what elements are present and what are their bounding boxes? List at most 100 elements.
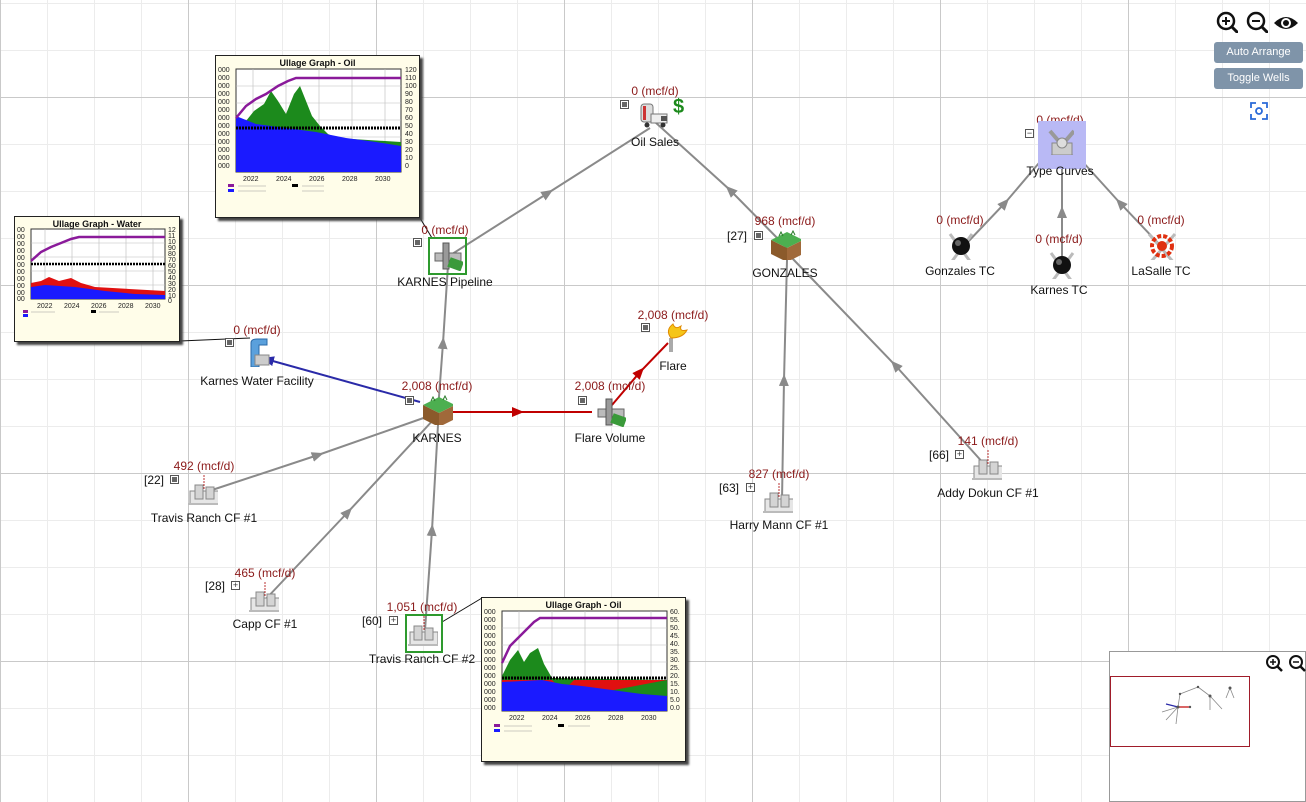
graph-title: Ullage Graph - Water [52,219,142,229]
edge-travis1-karnes [205,414,433,493]
node-label: Addy Dokun CF #1 [937,486,1039,500]
svg-text:80: 80 [168,251,176,258]
node-travis-ranch-cf-1[interactable]: 492 (mcf/d) [22] Travis Ranch CF #1 [144,459,257,529]
node-checkbox[interactable] [405,396,414,405]
node-lasalle-tc[interactable]: 0 (mcf/d) LaSalle TC [1111,213,1211,283]
svg-text:2026: 2026 [575,715,591,722]
node-label: Karnes Water Facility [200,374,314,388]
node-karnes-tc[interactable]: 0 (mcf/d) Karnes TC [1009,232,1109,302]
svg-text:40: 40 [168,275,176,282]
svg-text:2022: 2022 [509,715,525,722]
graph-plot: 000000000000000000000000000000000000000 … [484,609,680,732]
svg-text:00: 00 [17,241,25,248]
svg-text:90: 90 [405,91,413,98]
node-karnes[interactable]: 2,008 (mcf/d) KARNES [387,379,487,449]
svg-text:2028: 2028 [608,715,624,722]
svg-text:000: 000 [218,139,230,146]
graph-title: Ullage Graph - Oil [279,58,356,68]
svg-text:12: 12 [168,227,176,234]
minimap-zoom-in-icon[interactable] [1265,654,1285,672]
node-label: Travis Ranch CF #2 [368,652,476,666]
svg-text:000: 000 [484,705,496,712]
well-count: [28] [205,579,226,593]
node-checkbox[interactable] [620,100,629,109]
svg-text:000: 000 [218,131,230,138]
focus-icon[interactable] [1248,100,1270,122]
flow-value: 2,008 (mcf/d) [637,308,709,322]
node-oil-sales[interactable]: 0 (mcf/d) $ Oil Sales [605,84,705,154]
node-karnes-water-facility[interactable]: 0 (mcf/d) Karnes Water Facility [200,323,314,393]
svg-text:000: 000 [218,115,230,122]
expand-toggle[interactable]: + [746,482,755,492]
graph-plot: 000000000000000000000000000000000000000 … [218,67,417,192]
node-checkbox[interactable] [754,231,763,240]
node-label: KARNES [412,431,462,445]
svg-text:30.: 30. [670,657,680,664]
minimap-viewport[interactable] [1110,676,1250,747]
svg-text:70: 70 [405,107,413,114]
minimap-network-preview [1161,685,1235,725]
edge-addy-gonzales [791,257,986,466]
edge-gonzalestc-typecurves [964,149,1051,246]
svg-text:00: 00 [17,255,25,262]
node-checkbox[interactable] [225,338,234,347]
node-checkbox[interactable] [578,396,587,405]
minimap[interactable] [1109,651,1306,802]
node-checkbox[interactable] [641,323,650,332]
svg-text:0: 0 [405,163,409,170]
eye-icon[interactable] [1272,13,1300,35]
svg-text:00: 00 [17,269,25,276]
type-curves-icon [1048,129,1074,155]
node-flare[interactable]: 2,008 (mcf/d) Flare [623,308,723,378]
graph-leader-oil-bottom [441,597,483,623]
svg-text:55.: 55. [670,617,680,624]
flow-value: 465 (mcf/d) [234,566,296,580]
node-type-curves[interactable]: 0 (mcf/d) − Type Curves [1010,113,1110,183]
node-harry-mann-cf-1[interactable]: 827 (mcf/d) [63] + Harry Mann CF #1 [719,467,829,537]
zoom-out-icon[interactable] [1246,11,1268,33]
node-capp-cf-1[interactable]: 465 (mcf/d) [28] + Capp CF #1 [205,566,315,636]
toggle-wells-button[interactable]: Toggle Wells [1214,68,1303,89]
well-count: [66] [929,448,950,462]
svg-text:40.: 40. [670,641,680,648]
expand-toggle[interactable]: + [955,449,964,459]
node-addy-dokun-cf-1[interactable]: 141 (mcf/d) [66] + Addy Dokun CF #1 [929,434,1039,504]
node-gonzales[interactable]: 968 (mcf/d) [27] GONZALES [727,214,835,284]
node-flare-volume[interactable]: 2,008 (mcf/d) Flare Volume [560,379,660,449]
svg-text:0.0: 0.0 [670,705,680,712]
node-travis-ranch-cf-2[interactable]: 1,051 (mcf/d) [60] + Travis Ranch CF #2 [362,600,475,670]
svg-text:45.: 45. [670,633,680,640]
edge-pipeline-oilsales [448,127,651,257]
node-checkbox[interactable] [413,238,422,247]
expand-toggle[interactable]: + [389,615,398,625]
svg-text:00: 00 [17,296,25,303]
minimap-zoom-out-icon[interactable] [1288,654,1306,672]
node-gonzales-tc[interactable]: 0 (mcf/d) Gonzales TC [910,213,1010,283]
node-label: Capp CF #1 [232,617,298,631]
central-facility-icon [408,616,438,646]
svg-text:000: 000 [484,673,496,680]
water-facility-icon [250,338,270,367]
graph-leader-oil-top [419,217,433,239]
edge-gonzales-oilsales [654,121,788,249]
svg-text:000: 000 [218,147,230,154]
svg-text:2026: 2026 [91,303,107,310]
node-karnes-pipeline[interactable]: 0 (mcf/d) KARNES Pipeline [395,223,495,293]
expand-toggle[interactable]: + [231,580,240,590]
node-label: Type Curves [1026,164,1094,178]
svg-text:000: 000 [218,91,230,98]
graph-title: Ullage Graph - Oil [545,600,622,610]
svg-text:20: 20 [405,147,413,154]
zoom-in-icon[interactable] [1216,11,1238,33]
auto-arrange-button[interactable]: Auto Arrange [1214,42,1303,63]
collapse-toggle[interactable]: − [1025,128,1034,138]
edge-karnes-water [261,356,421,403]
svg-text:2022: 2022 [37,303,53,310]
node-checkbox[interactable] [170,475,179,484]
flow-value: 827 (mcf/d) [748,467,810,481]
